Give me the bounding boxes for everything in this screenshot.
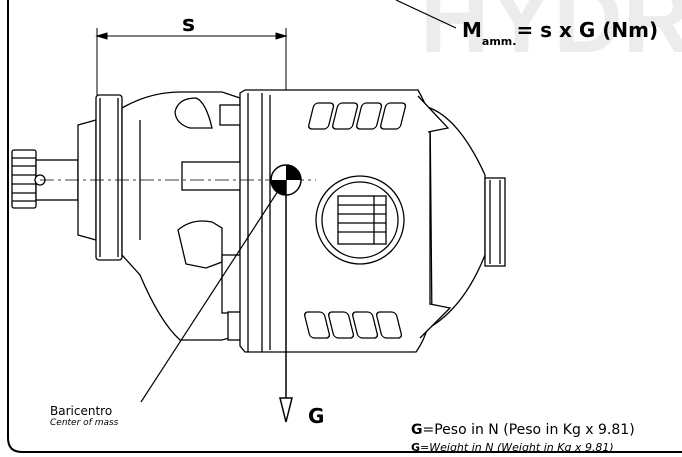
weight-note-en-text: =Weight in N (Weight in Kg x 9.81) bbox=[420, 441, 614, 454]
center-of-mass-label: Baricentro bbox=[50, 404, 113, 418]
weight-note-it-key: G bbox=[411, 422, 423, 438]
weight-note-it: G=Peso in N (Peso in Kg x 9.81) bbox=[411, 422, 635, 438]
moment-symbol: M bbox=[462, 18, 482, 42]
moment-formula: Mamm.= s x G (Nm) bbox=[462, 18, 659, 48]
weight-note-it-text: =Peso in N (Peso in Kg x 9.81) bbox=[422, 422, 635, 438]
formula-rhs: = s x G (Nm) bbox=[516, 18, 659, 42]
watermark: HYDRO bbox=[420, 0, 682, 73]
moment-subscript: amm. bbox=[481, 35, 517, 48]
weight-note-en-key: G bbox=[411, 441, 421, 454]
force-label: G bbox=[308, 404, 325, 428]
frame-border bbox=[7, 0, 682, 453]
force-arrow bbox=[279, 180, 293, 423]
baricentro-leader bbox=[140, 187, 281, 403]
weight-note-en: G=Weight in N (Weight in Kg x 9.81) bbox=[411, 441, 614, 454]
center-of-mass-label-en: Center of mass bbox=[50, 418, 119, 428]
formula-leader bbox=[395, 0, 457, 29]
pump-body bbox=[11, 89, 506, 353]
distance-label: s bbox=[182, 12, 196, 37]
